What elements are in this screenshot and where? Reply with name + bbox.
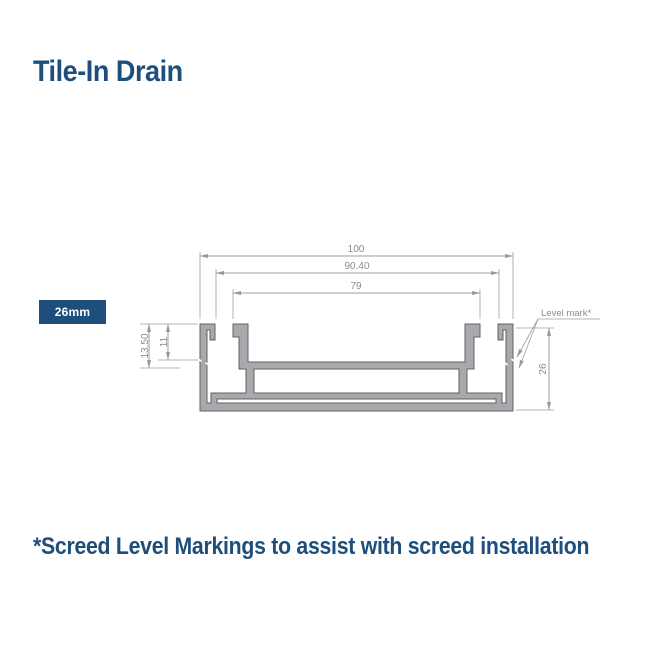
screed-footnote: *Screed Level Markings to assist with sc… (33, 533, 590, 560)
dimension-inner-width: 79 (232, 281, 481, 319)
dim-label-opening-width: 90.40 (344, 261, 369, 272)
dimension-opening-width: 90.40 (215, 261, 500, 319)
level-mark-leader: Level mark* (516, 308, 600, 369)
dim-label-screed-depth-upper: 11 (159, 336, 170, 347)
dimension-overall-height: 26 (516, 327, 554, 411)
dim-label-screed-depth-lower: 13.50 (140, 333, 151, 358)
dimension-screed-depth-upper: 11 (158, 323, 198, 361)
height-badge-label: 26mm (54, 305, 91, 319)
dim-label-overall-height: 26 (538, 363, 549, 375)
level-mark-notch-left (197, 358, 210, 366)
dim-label-outer-width: 100 (348, 244, 365, 255)
page-title: Tile-In Drain (33, 55, 183, 88)
dimension-outer-width: 100 (199, 244, 514, 319)
height-badge: 26mm (39, 300, 106, 324)
dim-label-inner-width: 79 (350, 281, 362, 292)
drain-profile-shape (199, 323, 514, 412)
level-mark-notch-right (503, 358, 516, 366)
level-mark-label: Level mark* (541, 308, 591, 319)
